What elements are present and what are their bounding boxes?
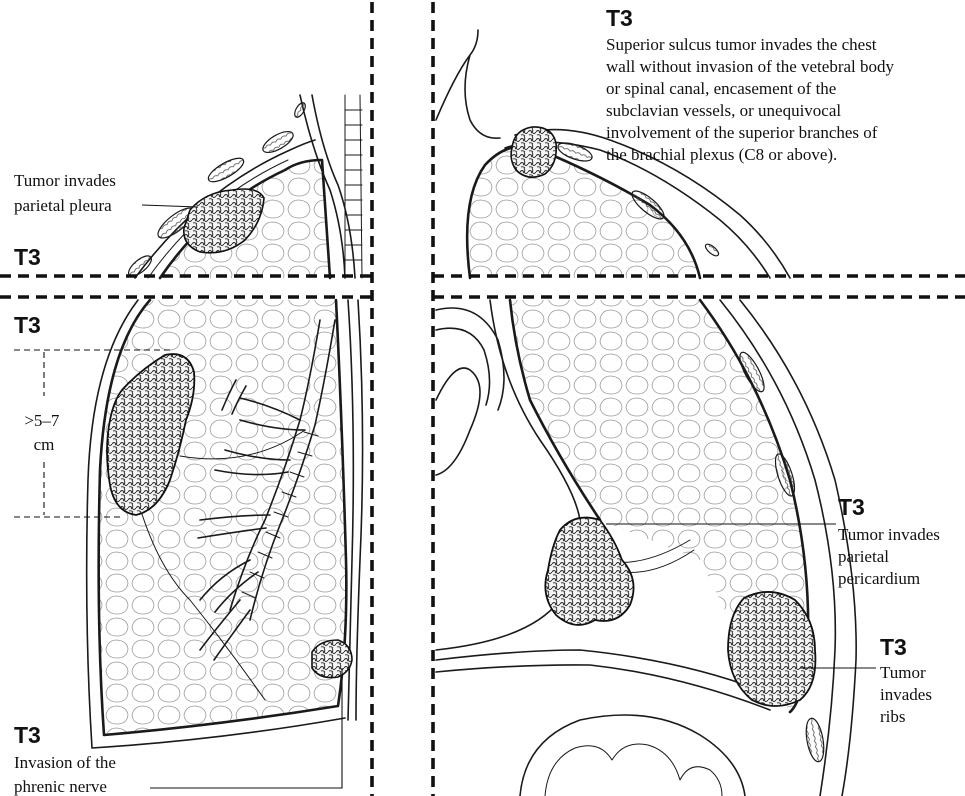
- panel-bottom-right: T3 Tumor invades parietal pericardium T3…: [436, 300, 944, 796]
- tumor-phrenic-nerve: [312, 640, 352, 678]
- stage-label-top-left: T3: [14, 244, 41, 270]
- caption-superior-sulcus-line-2: wall without invasion of the vetebral bo…: [606, 57, 894, 76]
- stage-label-bottom-left-bottom: T3: [14, 722, 41, 748]
- lung-apex-tissue: [467, 146, 700, 278]
- caption-superior-sulcus-line-1: Superior sulcus tumor invades the chest: [606, 35, 877, 54]
- caption-superior-sulcus-line-3: or spinal canal, encasement of the: [606, 79, 836, 98]
- caption-parietal-pleura: Tumor invades parietal pleura: [14, 171, 120, 215]
- abdominal-organ-outline: [520, 715, 745, 796]
- leader-parietal-pleura: [142, 205, 198, 207]
- caption-parietal-pericardium-line-1: Tumor invades: [838, 525, 940, 544]
- mediastinal-wall-line-2: [356, 300, 363, 720]
- clavicle-outline: [436, 30, 500, 138]
- tumor-parietal-pericardium: [545, 518, 633, 625]
- panel-bottom-left: >5–7 cm T3 T3 Invasion of the phrenic ne…: [14, 300, 363, 796]
- diaphragm-line: [436, 650, 770, 710]
- tumor-ribs: [728, 592, 815, 706]
- panel-top-left: Tumor invades parietal pleura T3: [14, 95, 362, 280]
- tumor-superior-sulcus: [511, 127, 556, 177]
- caption-ribs-line-1: Tumor: [880, 663, 926, 682]
- stage-label-pericardium: T3: [838, 494, 865, 520]
- stage-label-top-right: T3: [606, 5, 633, 31]
- caption-superior-sulcus: Superior sulcus tumor invades the chest …: [606, 35, 898, 164]
- caption-parietal-pericardium-line-2: parietal: [838, 547, 889, 566]
- size-label: >5–7 cm: [24, 411, 63, 454]
- caption-superior-sulcus-line-4: subclavian vessels, or unequivocal: [606, 101, 841, 120]
- vertebra-ridges: [345, 110, 362, 260]
- size-label-line-2: cm: [34, 435, 55, 454]
- caption-ribs: Tumor invades ribs: [880, 663, 936, 726]
- caption-phrenic-nerve-line-1: Invasion of the: [14, 753, 116, 772]
- caption-superior-sulcus-line-5: involvement of the superior branches of: [606, 123, 878, 142]
- size-label-line-1: >5–7: [24, 411, 60, 430]
- panel-top-right: T3 Superior sulcus tumor invades the che…: [436, 5, 898, 278]
- stage-label-ribs: T3: [880, 634, 907, 660]
- bowel-fold: [545, 744, 722, 796]
- caption-parietal-pleura-line-1: Tumor invades: [14, 171, 116, 190]
- stage-label-bottom-left-top: T3: [14, 312, 41, 338]
- spine-edge: [345, 95, 362, 278]
- caption-parietal-pleura-line-2: parietal pleura: [14, 196, 112, 215]
- caption-phrenic-nerve: Invasion of the phrenic nerve: [14, 753, 120, 796]
- caption-parietal-pericardium: Tumor invades parietal pericardium: [838, 525, 944, 588]
- caption-parietal-pericardium-line-3: pericardium: [838, 569, 920, 588]
- caption-ribs-line-3: ribs: [880, 707, 906, 726]
- caption-ribs-line-2: invades: [880, 685, 932, 704]
- heart-outline: [436, 368, 480, 475]
- caption-phrenic-nerve-line-2: phrenic nerve: [14, 777, 107, 796]
- caption-superior-sulcus-line-6: the brachial plexus (C8 or above).: [606, 145, 837, 164]
